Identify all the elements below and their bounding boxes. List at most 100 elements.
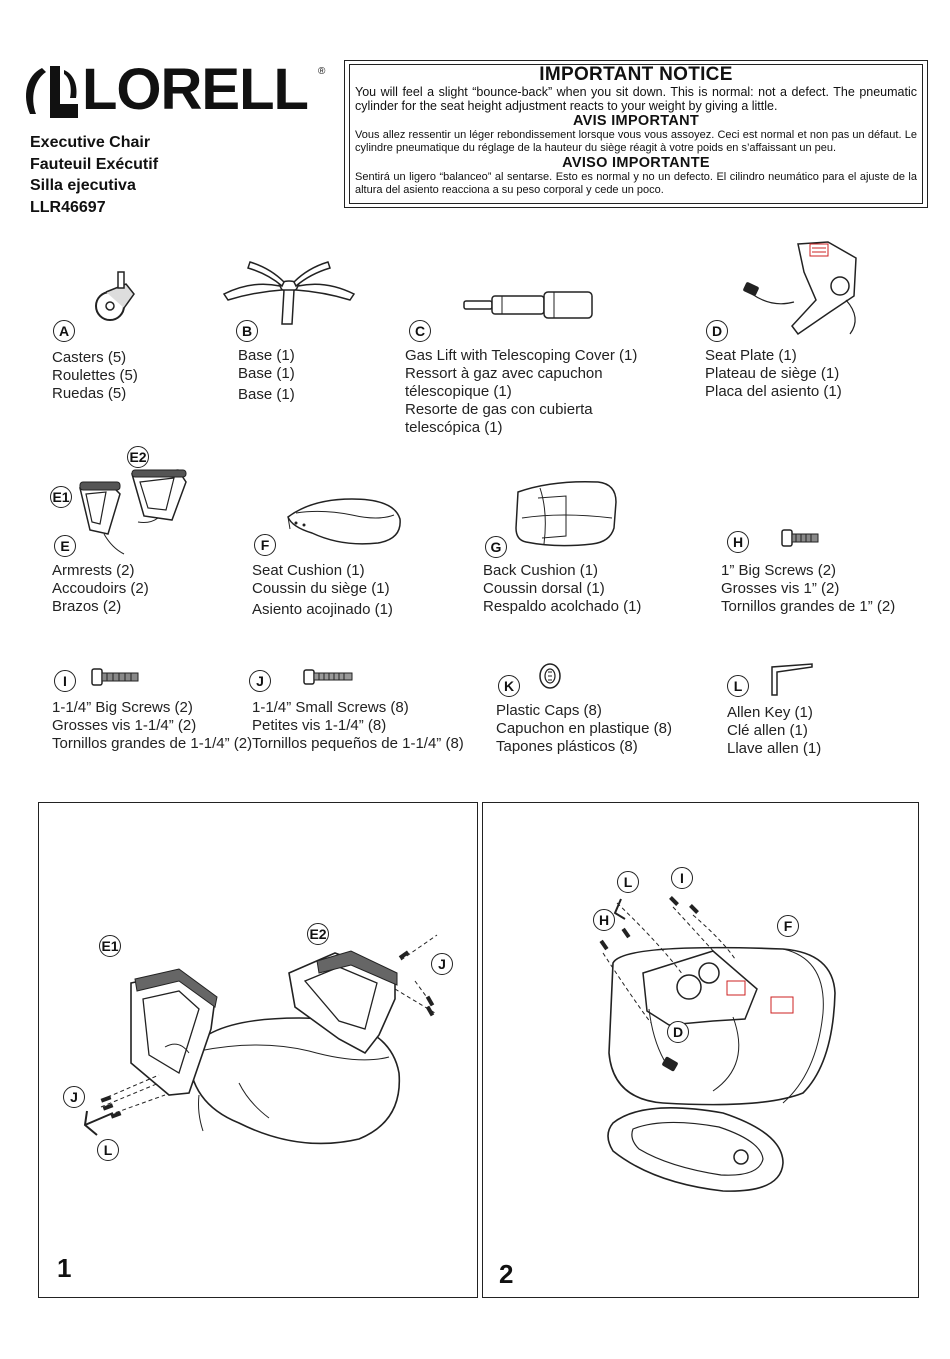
step-2-panel: L I H F D 2 — [482, 802, 919, 1298]
notice-text-es: Sentirá un ligero “balanceo” al sentarse… — [355, 171, 917, 196]
part-h-label: 1” Big Screws (2) Grosses vis 1” (2) Tor… — [721, 562, 895, 616]
product-title-en: Executive Chair — [30, 134, 151, 151]
part-badge-g: G — [485, 536, 507, 558]
part-e-line-en: Armrests (2) — [52, 562, 135, 579]
notice-text-fr: Vous allez ressentir un léger rebondisse… — [355, 129, 917, 154]
part-b-line-es: Base (1) — [238, 386, 295, 403]
part-g-label: Back Cushion (1) Coussin dorsal (1) Resp… — [483, 562, 641, 616]
part-k-line-fr: Capuchon en plastique (8) — [496, 720, 672, 737]
step-1-panel: E1 E2 J J L 1 — [38, 802, 478, 1298]
part-badge-b: B — [236, 320, 258, 342]
part-b-label: Base (1) Base (1) Base (1) — [238, 347, 295, 404]
part-d-line-es: Placa del asiento (1) — [705, 383, 842, 400]
part-k-line-en: Plastic Caps (8) — [496, 702, 602, 719]
part-badge-e2: E2 — [127, 446, 149, 468]
seat-plate-illustration — [743, 241, 857, 336]
part-d-label: Seat Plate (1) Plateau de siège (1) Plac… — [705, 347, 842, 401]
part-l-label: Allen Key (1) Clé allen (1) Llave allen … — [727, 704, 821, 758]
step-2-number: 2 — [499, 1259, 514, 1289]
notice-heading-en: IMPORTANT NOTICE — [539, 64, 733, 85]
notice-heading-es: AVISO IMPORTANTE — [562, 155, 710, 171]
part-a-label: Casters (5) Roulettes (5) Ruedas (5) — [52, 349, 138, 403]
part-b-line-en: Base (1) — [238, 347, 295, 364]
part-d-line-en: Seat Plate (1) — [705, 347, 797, 364]
part-i-label: 1-1/4” Big Screws (2) Grosses vis 1-1/4”… — [52, 699, 252, 753]
part-a-line-en: Casters (5) — [52, 349, 127, 366]
part-b-line-fr: Base (1) — [238, 365, 295, 382]
part-badge-c: C — [409, 320, 431, 342]
part-d-line-fr: Plateau de siège (1) — [705, 365, 840, 382]
part-j-line-fr: Petites vis 1-1/4” (8) — [252, 717, 387, 734]
part-f-line-fr: Coussin du siège (1) — [252, 580, 390, 597]
part-c-label: Gas Lift with Telescoping Cover (1) Ress… — [405, 347, 637, 437]
step-1-label-j-left: J — [63, 1086, 85, 1108]
step-1-label-l: L — [97, 1139, 119, 1161]
part-f-line-es: Asiento acojinado (1) — [252, 601, 393, 618]
step-2-label-h: H — [593, 909, 615, 931]
part-badge-i: I — [54, 670, 76, 692]
registered-mark: ® — [318, 66, 326, 77]
part-e-line-fr: Accoudoirs (2) — [52, 580, 149, 597]
part-e-label: Armrests (2) Accoudoirs (2) Brazos (2) — [52, 562, 149, 616]
part-c-line-fr-1: Ressort à gaz avec capuchon — [405, 365, 603, 382]
lorell-logo-mark — [26, 66, 78, 118]
part-i-line-es: Tornillos grandes de 1-1/4” (2) — [52, 735, 253, 752]
part-i-line-fr: Grosses vis 1-1/4” (2) — [52, 717, 197, 734]
product-title-fr: Fauteuil Exécutif — [30, 155, 159, 173]
part-badge-e: E — [54, 535, 76, 557]
part-a-line-fr: Roulettes (5) — [52, 367, 138, 384]
part-badge-l: L — [727, 675, 749, 697]
gas-lift-illustration — [463, 291, 593, 319]
brand-name: LORELL — [82, 57, 309, 122]
base-illustration — [222, 261, 356, 325]
part-f-label: Seat Cushion (1) Coussin du siège (1) As… — [252, 562, 393, 619]
plastic-cap-illustration — [539, 663, 561, 689]
part-j-line-en: 1-1/4” Small Screws (8) — [252, 699, 409, 716]
part-badge-a: A — [53, 320, 75, 342]
part-a-line-es: Ruedas (5) — [52, 385, 127, 402]
part-h-line-fr: Grosses vis 1” (2) — [721, 580, 840, 597]
step-1-illustration — [83, 934, 438, 1145]
lorell-logo: LORELL ® — [20, 57, 330, 122]
part-badge-e1: E1 — [50, 486, 72, 508]
part-badge-k: K — [498, 675, 520, 697]
step-2-label-i: I — [671, 867, 693, 889]
part-g-line-fr: Coussin dorsal (1) — [483, 580, 605, 597]
step-2-illustration — [599, 896, 836, 1192]
step-1-label-j-right: J — [431, 953, 453, 975]
notice-heading-fr: AVIS IMPORTANT — [572, 113, 700, 129]
product-model: LLR46697 — [30, 198, 106, 216]
part-h-line-en: 1” Big Screws (2) — [721, 562, 837, 579]
part-i-line-en: 1-1/4” Big Screws (2) — [52, 699, 193, 716]
i-screw-illustration — [91, 668, 139, 686]
part-badge-j: J — [249, 670, 271, 692]
part-badge-h: H — [727, 531, 749, 553]
part-l-line-en: Allen Key (1) — [727, 704, 813, 721]
part-c-line-es-1: Resorte de gas con cubierta — [405, 401, 593, 418]
step-1-number: 1 — [57, 1253, 72, 1283]
step-2-label-l: L — [617, 871, 639, 893]
part-badge-f: F — [254, 534, 276, 556]
back-cushion-illustration — [515, 480, 617, 547]
step-2-label-d: D — [667, 1021, 689, 1043]
part-f-line-en: Seat Cushion (1) — [252, 562, 365, 579]
caster-illustration — [95, 271, 135, 321]
part-c-line-fr-2: télescopique (1) — [405, 383, 512, 400]
part-l-line-es: Llave allen (1) — [727, 740, 822, 757]
step-2-label-f: F — [777, 915, 799, 937]
part-c-line-es-2: telescópica (1) — [405, 419, 503, 436]
part-k-line-es: Tapones plásticos (8) — [496, 738, 638, 755]
allen-key-illustration — [771, 663, 813, 696]
part-e-line-es: Brazos (2) — [52, 598, 122, 615]
part-j-line-es: Tornillos pequeños de 1-1/4” (8) — [252, 735, 464, 752]
product-title-block: Executive Chair Fauteuil Exécutif Silla … — [30, 132, 158, 218]
important-notice-box: IMPORTANT NOTICE You will feel a slight … — [344, 60, 928, 208]
part-g-line-en: Back Cushion (1) — [483, 562, 599, 579]
armrests-illustration — [79, 469, 187, 555]
seat-cushion-illustration — [287, 498, 401, 545]
step-1-label-e1: E1 — [99, 935, 121, 957]
part-h-line-es: Tornillos grandes de 1” (2) — [721, 598, 896, 615]
j-screw-illustration — [303, 669, 353, 685]
part-badge-d: D — [706, 320, 728, 342]
h-screw-illustration — [781, 529, 819, 547]
